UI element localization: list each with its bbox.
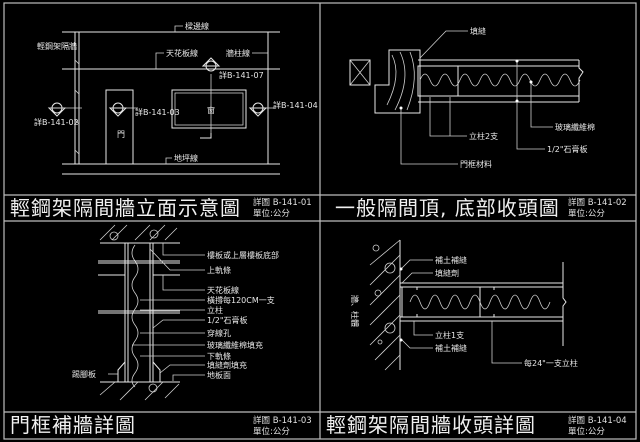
label-fill-bottom: 補土補縫 — [435, 343, 467, 353]
label-gypsum: 1/2"石膏板 — [547, 144, 588, 154]
section-marker-4 — [248, 102, 275, 117]
ref-b141-07: 詳B-141-07 — [219, 70, 264, 80]
unit-02: 單位:公分 — [568, 208, 605, 219]
label-top-track: 上軌條 — [207, 265, 231, 275]
label-stud-1: 立柱1支 — [435, 330, 464, 340]
label-door: 門 — [117, 130, 125, 139]
label-light-steel-wall: 輕鋼架隔牆 — [37, 41, 77, 51]
panel-title-top-bottom: 一般隔間頂, 底部收頭圖 — [335, 196, 560, 220]
label-stud-every: 每24"一支立柱 — [524, 358, 578, 368]
section-marker-2 — [47, 102, 82, 117]
label-glass-wool: 玻璃纖維棉 — [555, 122, 595, 132]
label-ceiling-line: 天花板線 — [166, 48, 198, 58]
label-caulk: 填縫 — [470, 26, 486, 36]
label-column-line: 牆柱線 — [226, 48, 250, 58]
panel-title-elevation: 輕鋼架隔間牆立面示意圖 — [10, 196, 241, 220]
label-wire-hole: 穿線孔 — [207, 328, 231, 338]
label-ceiling-panel: 天花板線 — [207, 285, 239, 295]
label-caulk-fill: 填縫劑填充 — [207, 360, 247, 370]
label-bottom-track: 下軌條 — [207, 351, 231, 361]
panel-title-door-frame: 門框補牆詳圖 — [10, 413, 136, 437]
label-floor-line: 地坪線 — [174, 153, 198, 163]
label-slab-bottom: 樓板或上層樓板底部 — [207, 250, 279, 260]
panel-wall-end-detail: 補土補縫 填縫劑 牆、柱體 立柱1支 補土補縫 每24"一支立柱 輕鋼架隔間牆收… — [326, 239, 627, 437]
section-marker-3 — [108, 102, 138, 117]
panel-door-frame-detail: 樓板或上層樓板底部 上軌條 天花板線 橫撐每120CM一支 立柱 1/2"石膏板… — [10, 224, 312, 437]
label-door-frame: 門框材料 — [460, 159, 492, 169]
panel-title-wall-end: 輕鋼架隔間牆收頭詳圖 — [326, 413, 536, 437]
label-window: 窗 — [207, 105, 215, 115]
label-stud: 立柱 — [207, 305, 223, 315]
ref-b141-03: 詳B-141-03 — [135, 107, 180, 117]
unit-01: 單位:公分 — [253, 208, 290, 219]
label-wall-column: 牆、柱體 — [350, 295, 360, 327]
panel-top-bottom-detail: 填縫 玻璃纖維棉 立柱2支 1/2"石膏板 門框材料 一般隔間頂, 底部收頭圖 … — [335, 26, 627, 220]
label-gypsum-3: 1/2"石膏板 — [207, 315, 248, 325]
window-outline — [171, 89, 247, 129]
label-stud-2: 立柱2支 — [469, 131, 498, 141]
ref-b141-04: 詳B-141-04 — [273, 100, 318, 110]
drawing-no-02: 詳圖 B-141-02 — [568, 197, 627, 208]
label-glass-wool-fill: 玻璃纖維棉填充 — [207, 340, 263, 350]
ref-b141-02: 詳B-141-02 — [34, 117, 79, 127]
drawing-no-01: 詳圖 B-141-01 — [253, 197, 312, 208]
label-floor-surface: 地板面 — [207, 370, 231, 380]
unit-03: 單位:公分 — [253, 426, 290, 437]
drawing-no-04: 詳圖 B-141-04 — [568, 415, 627, 426]
drawing-no-03: 詳圖 B-141-03 — [253, 415, 312, 426]
unit-04: 單位:公分 — [568, 426, 605, 437]
label-baseboard: 踢腳板 — [72, 369, 96, 379]
label-fill-top: 補土補縫 — [435, 255, 467, 265]
door-outline — [105, 89, 134, 165]
label-brace: 橫撐每120CM一支 — [207, 295, 275, 305]
panel-elevation: 樑邊線 輕鋼架隔牆 天花板線 牆柱線 地坪線 門 窗 詳B-141-02 詳B-… — [10, 21, 318, 220]
section-marker-7 — [201, 57, 221, 72]
label-beam-line: 樑邊線 — [185, 21, 209, 31]
label-caulk-4: 填縫劑 — [435, 268, 459, 278]
